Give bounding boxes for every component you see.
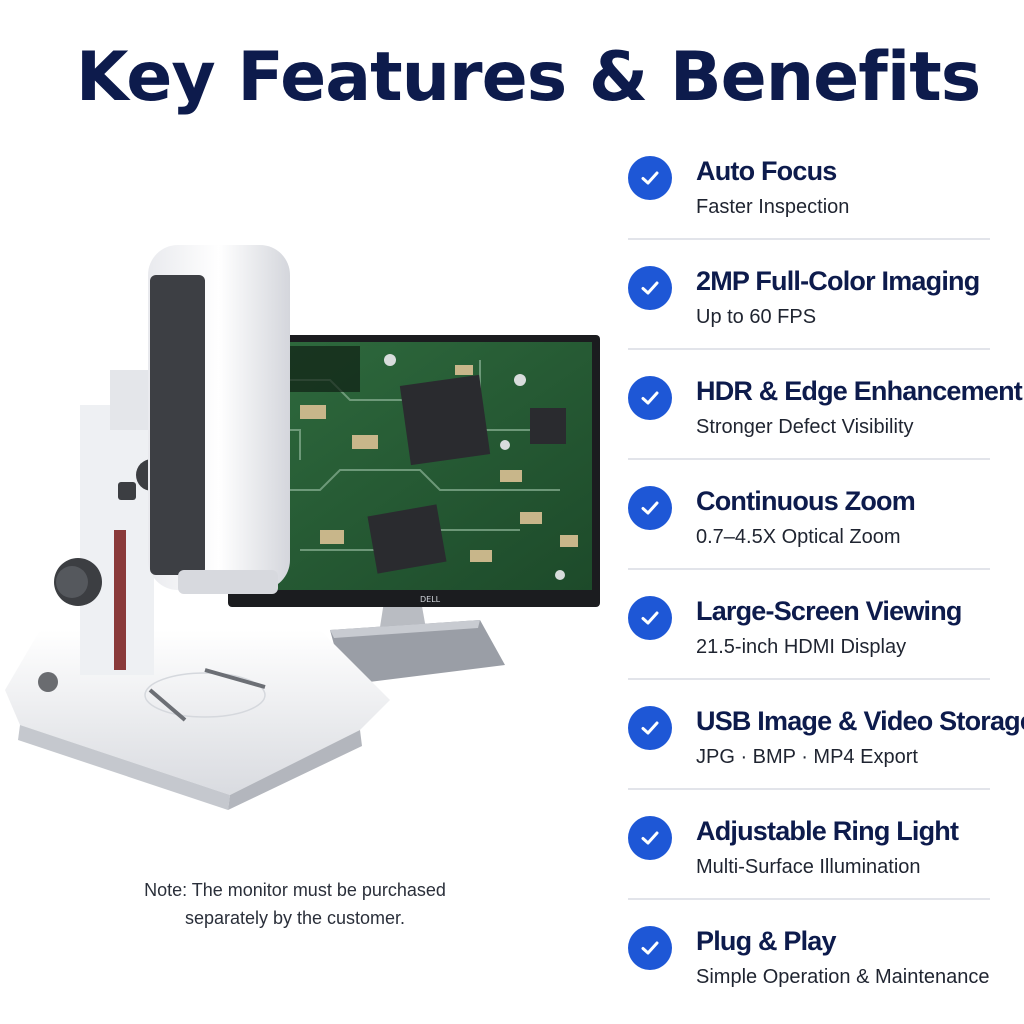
feature-item-usb-storage: USB Image & Video Storage JPG · BMP · MP…	[628, 680, 1024, 790]
feature-item-imaging: 2MP Full-Color Imaging Up to 60 FPS	[628, 240, 990, 350]
monitor-note: Note: The monitor must be purchased sepa…	[100, 876, 490, 932]
feature-title: 2MP Full-Color Imaging	[696, 266, 980, 296]
product-illustration: DELL	[0, 230, 620, 830]
check-circle-icon	[628, 266, 672, 310]
feature-subtitle: 21.5-inch HDMI Display	[696, 636, 907, 658]
feature-title: HDR & Edge Enhancement	[696, 376, 1023, 406]
feature-item-zoom: Continuous Zoom 0.7–4.5X Optical Zoom	[628, 460, 990, 570]
feature-subtitle: Multi-Surface Illumination	[696, 856, 921, 878]
check-circle-icon	[628, 706, 672, 750]
check-circle-icon	[628, 926, 672, 970]
check-circle-icon	[628, 156, 672, 200]
feature-subtitle: JPG · BMP · MP4 Export	[696, 746, 918, 768]
note-line-2: separately by the customer.	[184, 908, 406, 928]
feature-item-plug-and-play: Plug & Play Simple Operation & Maintenan…	[628, 900, 990, 1010]
microscope-monitor-image: DELL	[5, 245, 600, 810]
feature-subtitle: 0.7–4.5X Optical Zoom	[696, 526, 901, 548]
feature-title: USB Image & Video Storage	[696, 706, 1024, 736]
note-line-1: Note: The monitor must be purchased	[144, 880, 446, 900]
check-circle-icon	[628, 486, 672, 530]
feature-title: Auto Focus	[696, 156, 837, 186]
feature-title: Plug & Play	[696, 926, 837, 956]
feature-title: Adjustable Ring Light	[696, 816, 959, 846]
check-circle-icon	[628, 816, 672, 860]
feature-item-viewing: Large-Screen Viewing 21.5-inch HDMI Disp…	[628, 570, 990, 680]
page-title: Key Features & Benefits	[75, 38, 981, 117]
feature-item-ring-light: Adjustable Ring Light Multi-Surface Illu…	[628, 790, 990, 900]
features-list: Auto Focus Faster Inspection 2MP Full-Co…	[628, 130, 1024, 1010]
feature-title: Continuous Zoom	[696, 486, 916, 516]
feature-title: Large-Screen Viewing	[696, 596, 962, 626]
feature-subtitle: Faster Inspection	[696, 196, 850, 218]
check-circle-icon	[628, 376, 672, 420]
feature-item-hdr: HDR & Edge Enhancement Stronger Defect V…	[628, 350, 1023, 460]
feature-subtitle: Stronger Defect Visibility	[696, 416, 914, 438]
feature-item-auto-focus: Auto Focus Faster Inspection	[628, 130, 990, 240]
check-circle-icon	[628, 596, 672, 640]
feature-subtitle: Simple Operation & Maintenance	[696, 966, 990, 988]
monitor-brand: DELL	[420, 595, 441, 604]
feature-subtitle: Up to 60 FPS	[696, 306, 817, 328]
